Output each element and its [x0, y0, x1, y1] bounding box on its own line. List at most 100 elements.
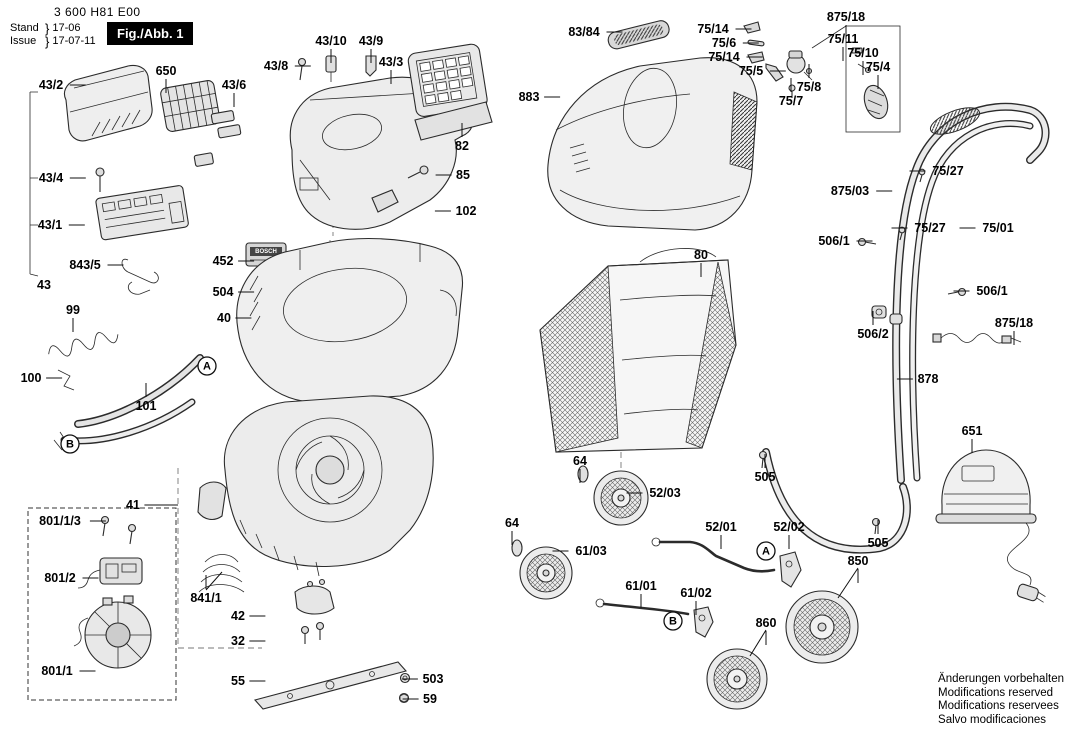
part-keypad-module — [407, 43, 493, 141]
part-label-801-1-3: 801/1/3 — [39, 514, 81, 528]
issue-value: 17-07-11 — [52, 35, 96, 47]
part-label-43-10: 43/10 — [315, 34, 346, 48]
part-axle-52-01 — [651, 537, 776, 573]
assembly-marker-B: B — [60, 434, 80, 454]
part-label-875-18: 875/18 — [995, 316, 1033, 330]
part-label-883: 883 — [519, 90, 540, 104]
part-label-42: 42 — [231, 609, 245, 623]
reservation-notice: Änderungen vorbehalten Modifications res… — [938, 673, 1064, 727]
part-label-43-4: 43/4 — [39, 171, 63, 185]
part-battery-pack — [160, 80, 221, 132]
part-label-75-6: 75/6 — [712, 36, 736, 50]
part-wheel-61-03 — [519, 546, 573, 600]
part-label-43-6: 43/6 — [222, 78, 246, 92]
stand-value: 17-06 — [52, 22, 81, 34]
part-label-43-2: 43/2 — [39, 78, 63, 92]
part-lever-assembly — [53, 354, 204, 451]
part-label-505: 505 — [755, 470, 776, 484]
part-wedge-102 — [371, 189, 399, 213]
part-label-64: 64 — [505, 516, 519, 530]
brace-glyph: } — [45, 34, 50, 49]
part-label-75-14: 75/14 — [697, 22, 728, 36]
assembly-marker-A: A — [756, 541, 776, 561]
stand-label: Stand — [10, 22, 39, 34]
svg-text:B: B — [669, 616, 677, 628]
part-upper-handle — [892, 102, 1050, 484]
part-wheel-860 — [706, 648, 768, 710]
part-label-801-2: 801/2 — [44, 571, 75, 585]
part-label-52-02: 52/02 — [773, 520, 804, 534]
part-screws-801-1-3 — [100, 515, 137, 545]
part-screws-32 — [300, 621, 325, 644]
part-cover-42 — [294, 578, 335, 615]
document-part-number: 3 600 H81 E00 — [54, 5, 141, 19]
part-bracket-43-9 — [365, 55, 377, 77]
part-label-43: 43 — [37, 278, 51, 292]
brace-glyph: } — [45, 21, 50, 36]
notice-line-de: Änderungen vorbehalten — [938, 673, 1064, 685]
extra-leader-lines — [150, 504, 859, 657]
part-label-503: 503 — [423, 672, 444, 686]
part-label-43-1: 43/1 — [38, 218, 62, 232]
part-switch-block — [77, 557, 143, 589]
part-label-506-1: 506/1 — [818, 234, 849, 248]
assembly-marker-B: B — [663, 611, 683, 631]
notice-line-en: Modifications reserved — [938, 686, 1054, 699]
part-label-40: 40 — [217, 311, 231, 325]
revision-block: Stand } 17-06 Issue } 17-07-11 — [10, 22, 96, 48]
part-label-64: 64 — [573, 454, 587, 468]
notice-line-fr: Modifications reservees — [938, 700, 1059, 712]
part-clip-43-10 — [325, 55, 337, 82]
svg-text:A: A — [203, 361, 211, 373]
part-label-843-5: 843/5 — [69, 258, 100, 272]
part-label-878: 878 — [918, 372, 939, 386]
part-label-59: 59 — [423, 692, 437, 706]
part-label-841-1: 841/1 — [190, 591, 221, 605]
figure-title: Fig./Abb. 1 — [107, 22, 194, 45]
part-blade — [253, 661, 408, 710]
part-label-75-5: 75/5 — [739, 64, 763, 78]
part-label-102: 102 — [456, 204, 477, 218]
stand-row: Stand } 17-06 — [10, 22, 96, 35]
part-label-75-4: 75/4 — [866, 60, 890, 74]
part-label-452: 452 — [213, 254, 234, 268]
part-label-80: 80 — [694, 248, 708, 262]
part-hubcap-64b — [511, 539, 523, 557]
part-grass-box — [539, 248, 737, 453]
part-label-860: 860 — [756, 616, 777, 630]
part-label-32: 32 — [231, 634, 245, 648]
part-motor — [73, 595, 152, 669]
part-control-board — [95, 185, 189, 241]
bracket-43-group — [29, 91, 39, 277]
part-label-75-11: 75/11 — [828, 32, 859, 46]
part-spring-99 — [48, 332, 119, 357]
part-axle-61-01 — [595, 598, 690, 616]
part-label-504: 504 — [213, 285, 234, 299]
issue-row: Issue } 17-07-11 — [10, 35, 96, 48]
part-label-850: 850 — [848, 554, 869, 568]
part-handle-hardware — [758, 168, 967, 535]
part-label-506-1: 506/1 — [976, 284, 1007, 298]
part-screw-85 — [407, 165, 429, 179]
brand-plate-text: BOSCH — [255, 249, 277, 255]
svg-text:B: B — [66, 439, 74, 451]
part-label-55: 55 — [231, 674, 245, 688]
part-label-83-84: 83/84 — [568, 25, 599, 39]
part-label-82: 82 — [455, 139, 469, 153]
part-label-505: 505 — [868, 536, 889, 550]
part-label-875-18: 875/18 — [827, 10, 865, 24]
part-charger — [935, 449, 1046, 603]
part-label-43-8: 43/8 — [264, 59, 288, 73]
part-label-75-10: 75/10 — [847, 46, 878, 60]
part-label-52-03: 52/03 — [649, 486, 680, 500]
notice-line-es: Salvo modificaciones — [938, 713, 1047, 726]
part-bracket-52-02 — [779, 551, 802, 588]
part-clip-843-5 — [121, 258, 159, 295]
part-label-99: 99 — [66, 303, 80, 317]
part-label-61-01: 61/01 — [625, 579, 656, 593]
part-contact-keys — [193, 110, 242, 167]
part-cable-875-18 — [932, 333, 1022, 344]
